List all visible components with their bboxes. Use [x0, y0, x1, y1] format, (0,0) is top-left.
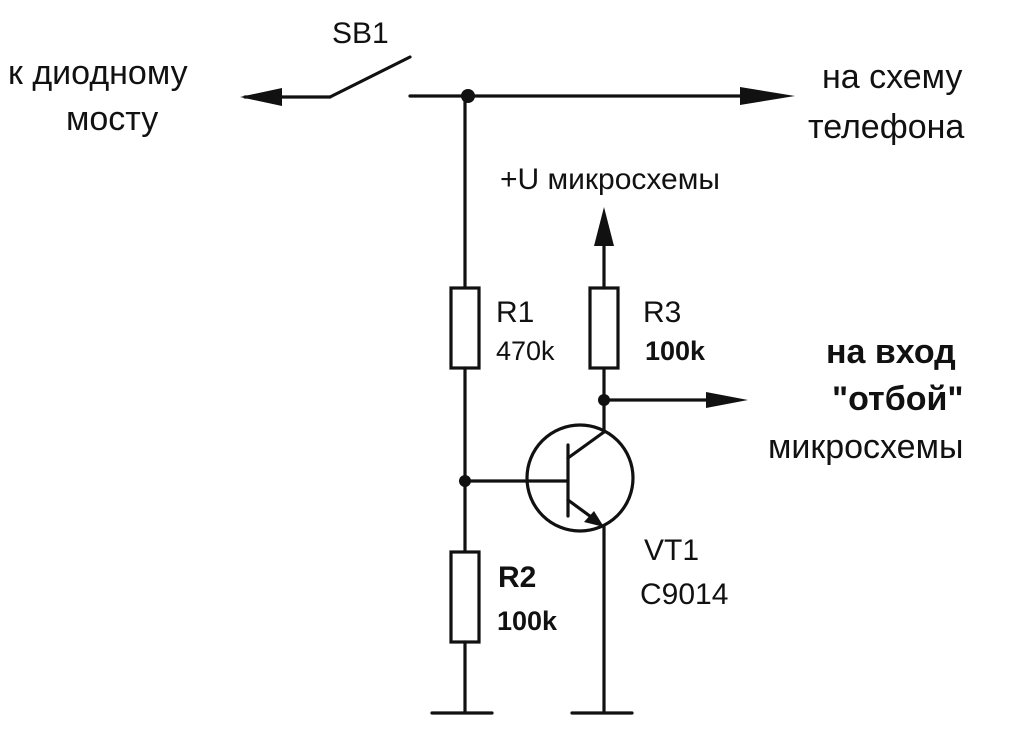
resistor-r3 [588, 286, 620, 370]
to-input-label-1: на вход [826, 333, 956, 371]
to-phone-label-2: телефона [808, 108, 964, 146]
r2-ref: R2 [498, 561, 536, 594]
arrow-right-icon [706, 392, 748, 408]
arrow-left-icon [240, 88, 282, 106]
to-bridge-label-2: мосту [66, 100, 158, 138]
to-input-label-2: "отбой" [832, 380, 963, 418]
supply-label: +U микросхемы [500, 163, 720, 196]
arrow-right-icon [740, 87, 795, 105]
wire-to-bridge [240, 88, 332, 106]
main-bus [408, 87, 795, 105]
resistor-r2 [449, 550, 481, 644]
r2-value: 100k [497, 606, 558, 636]
r1-value: 470k [496, 336, 555, 366]
transistor-vt1 [525, 423, 635, 533]
collector-branch [588, 207, 748, 434]
to-bridge-label-1: к диодному [8, 54, 188, 92]
r1-ref: R1 [496, 296, 534, 329]
switch-sb1 [328, 55, 412, 99]
resistor-r1 [449, 286, 481, 370]
arrow-up-icon [594, 207, 614, 246]
junction-dot [461, 89, 475, 103]
r3-ref: R3 [643, 296, 681, 329]
vt1-part: C9014 [640, 578, 728, 611]
to-input-label-3: микросхемы [768, 428, 963, 466]
switch-label: SB1 [332, 17, 389, 50]
to-phone-label-1: на схему [822, 58, 962, 96]
left-branch [430, 98, 494, 715]
emitter-branch [570, 525, 634, 715]
vt1-ref: VT1 [644, 534, 699, 567]
r3-value: 100k [645, 336, 706, 366]
